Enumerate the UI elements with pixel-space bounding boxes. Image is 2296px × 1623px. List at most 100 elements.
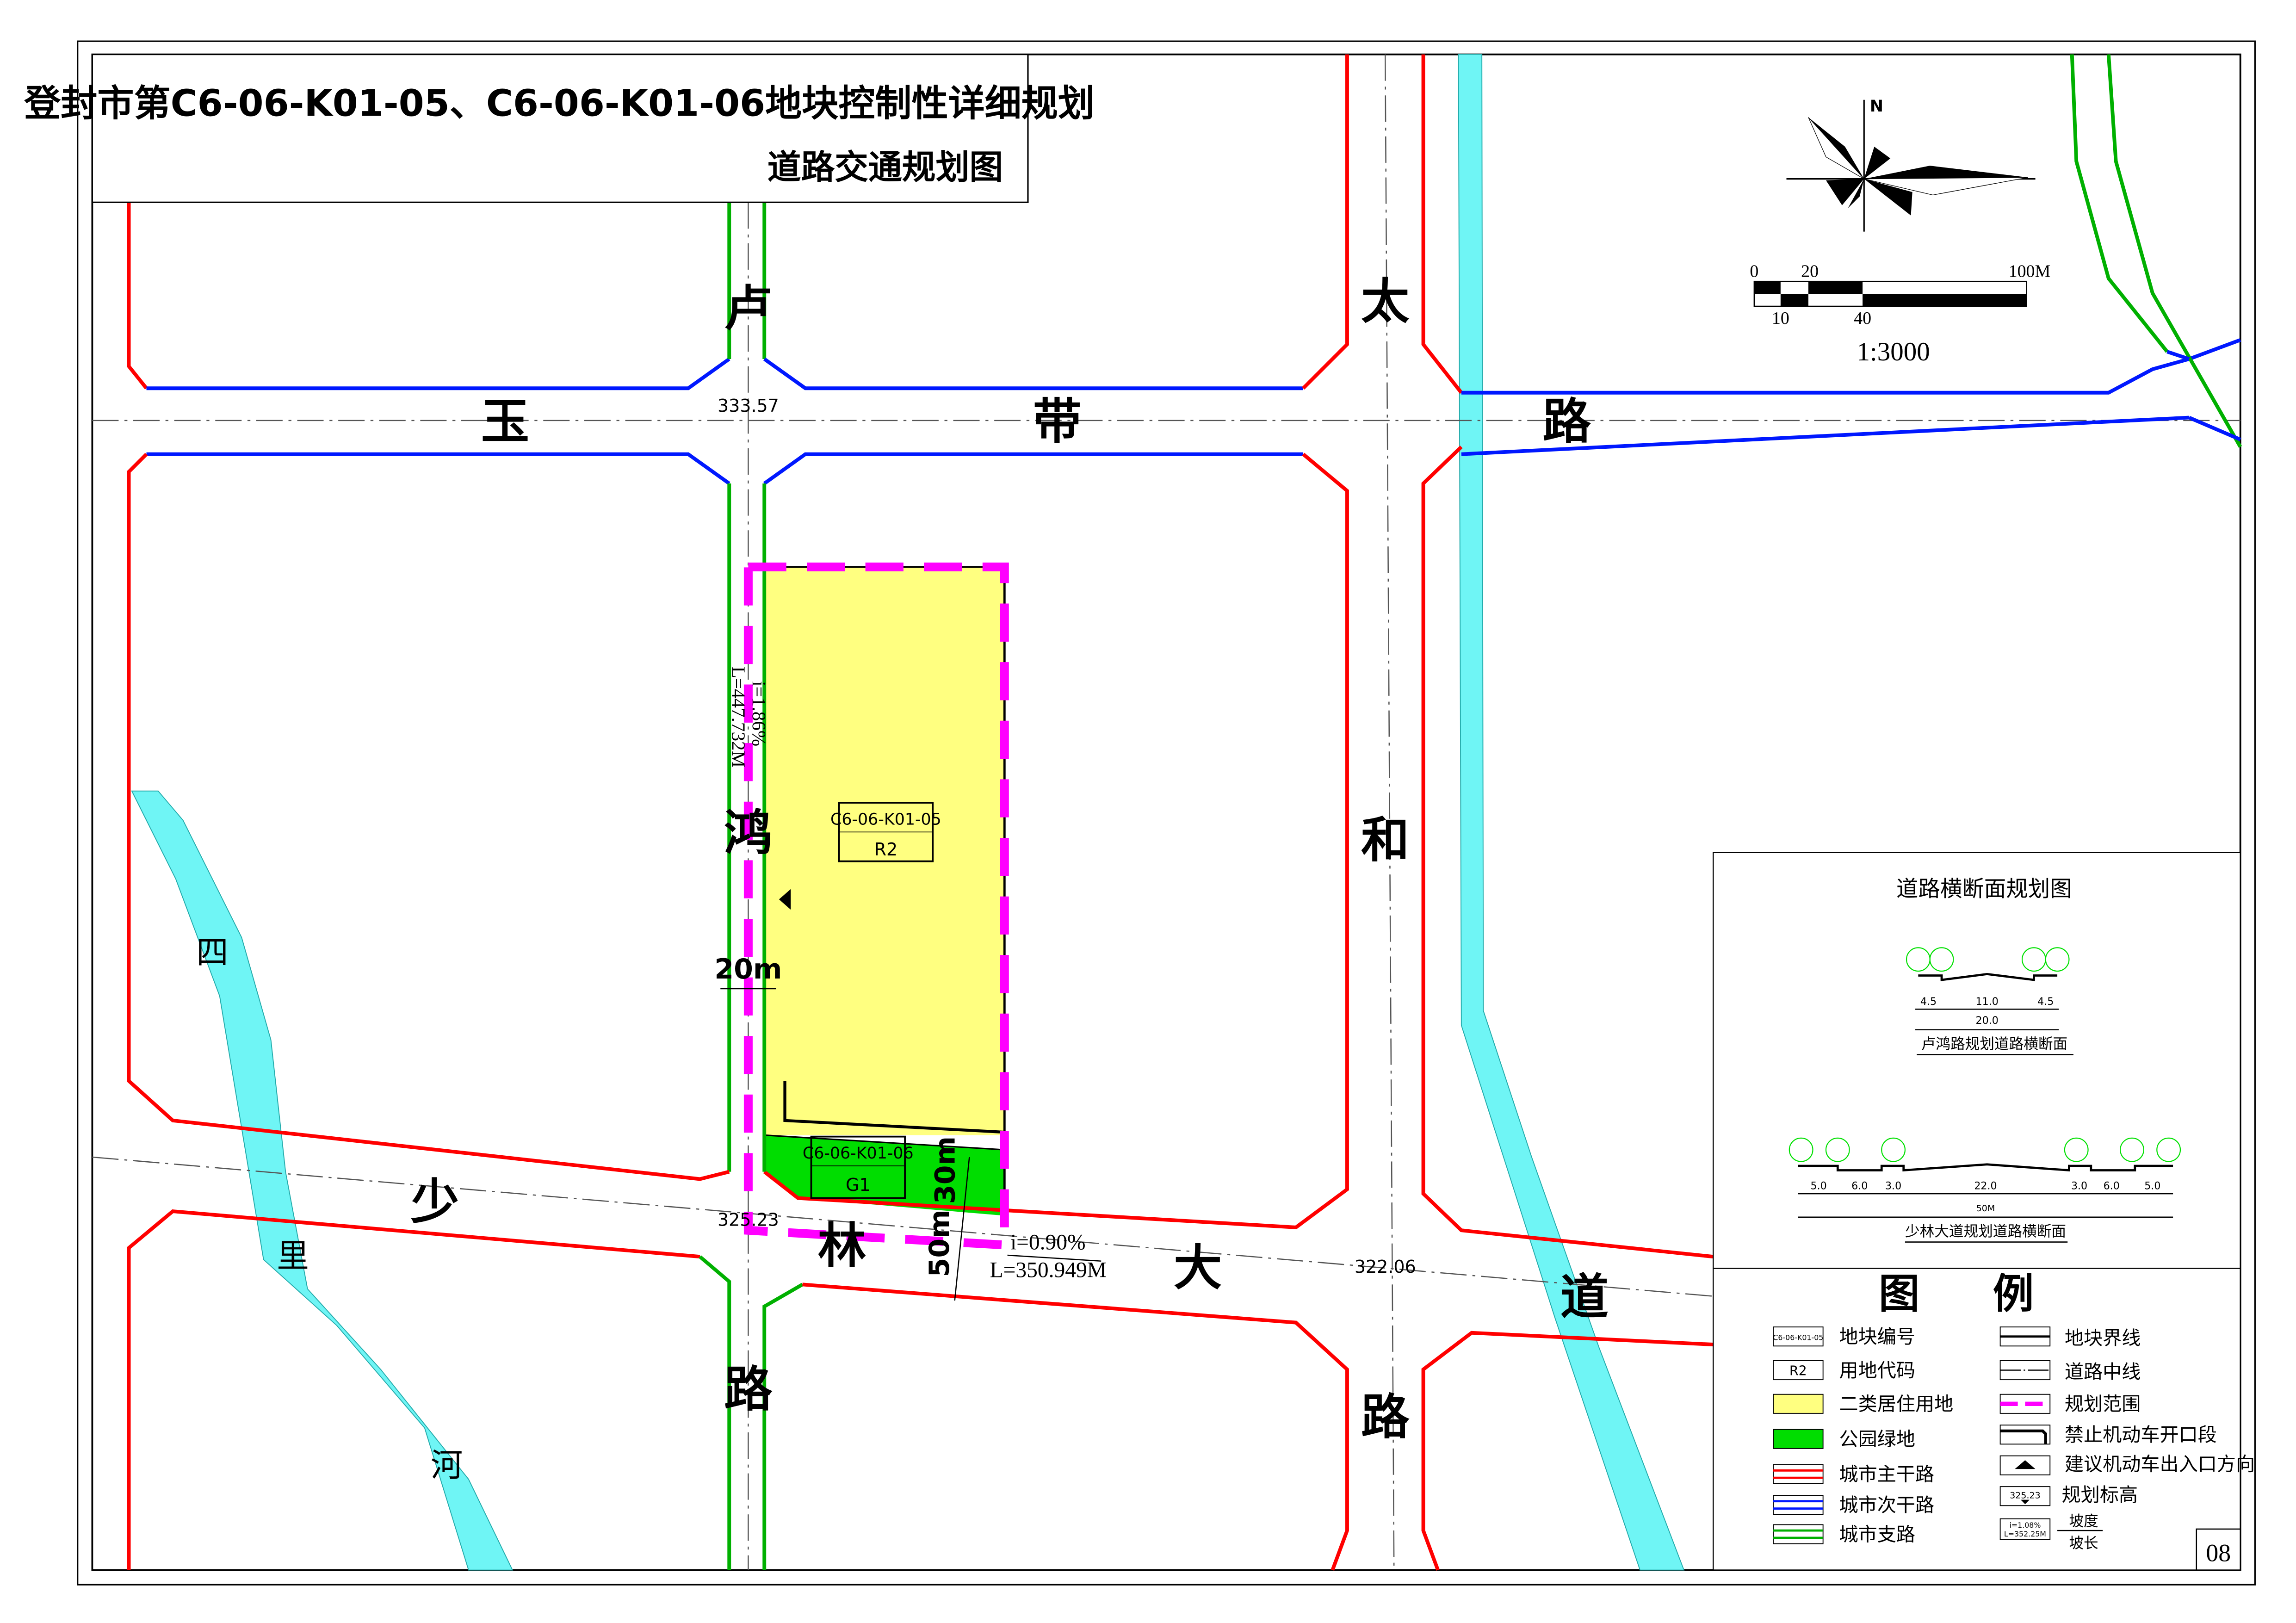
legend-item-parcel-id: C6-06-K01-05 地块编号 [1773,1326,1915,1348]
svg-text:城市次干路: 城市次干路 [1839,1494,1934,1516]
section-dimension: 5.0 [1811,1180,1827,1192]
no-vehicle-opening-marker [783,1081,1005,1134]
elevation-label: 322.06 [1355,1257,1416,1277]
page-number: 08 [2206,1539,2231,1567]
parcel-label-g1[interactable]: C6-06-K01-06 G1 [803,1135,914,1199]
legend-item-elevation: 325.23 规划标高 [1999,1484,2138,1506]
legend-title: 例 [1993,1270,2034,1318]
section-dimension: 5.0 [2144,1180,2160,1192]
road-name-char: 路 [1361,1389,1410,1445]
slope-label: i=1.86% [749,681,770,746]
section-dimension: 6.0 [2104,1180,2120,1192]
section-caption: 卢鸿路规划道路横断面 [1921,1036,2067,1053]
planning-boundary [743,562,1009,1250]
green-width-dimension: 30m [929,1136,962,1204]
parcel-g1-fill[interactable] [764,1135,1005,1216]
parcel-id: C6-06-K01-05 [830,810,941,829]
svg-text:规划范围: 规划范围 [2065,1393,2141,1415]
road-name-char: 带 [1033,393,1081,450]
shaolin-avenue-centerline [92,1156,1714,1297]
legend-item-parcel-boundary: 地块界线 [1999,1326,2141,1349]
section-caption: 少林大道规划道路横断面 [1905,1223,2066,1240]
section-dimension: 11.0 [1975,996,1998,1008]
road-name-char: 路 [1543,393,1591,450]
svg-text:坡长: 坡长 [2069,1535,2098,1552]
svg-text:道路中线: 道路中线 [2065,1361,2141,1383]
road-name-char: 大 [1174,1239,1222,1296]
outer-frame [77,40,2256,1586]
road-name-char: 太 [1361,273,1410,329]
svg-text:规划标高: 规划标高 [2062,1484,2138,1506]
road-name-char: 林 [818,1218,866,1274]
legend-item-residential: 二类居住用地 [1773,1393,1953,1415]
legend-item-centerline: 道路中线 [1999,1360,2141,1383]
road-name-char: 卢 [724,280,772,337]
road-name-char: 玉 [481,393,529,450]
parcel-code: R2 [874,839,898,860]
svg-text:城市主干路: 城市主干路 [1839,1463,1934,1485]
luhong-cross-section: 4.5 11.0 4.5 20.0 卢鸿路规划道路横断面 [1906,947,2073,1055]
parcel-boundary-line [764,1134,1005,1151]
legend: 图 例 C6-06-K01-05 地块编号 R2 用地代码 二类居住用地 公园绿… [1773,1270,2255,1552]
scale-label: 40 [1854,309,1871,328]
svg-text:用地代码: 用地代码 [1839,1359,1915,1381]
svg-text:i=1.08%: i=1.08% [2010,1521,2041,1530]
drawing-subtitle: 道路交通规划图 [767,148,1003,187]
title-block: 登封市第C6-06-K01-05、C6-06-K01-06地块控制性详细规划 道… [24,54,1095,203]
svg-text:地块界线: 地块界线 [2065,1327,2141,1349]
drawing-title: 登封市第C6-06-K01-05、C6-06-K01-06地块控制性详细规划 [24,82,1095,125]
legend-item-planning-boundary: 规划范围 [1999,1393,2141,1415]
svg-text:建议机动车出入口方向: 建议机动车出入口方向 [2065,1453,2255,1475]
parcel-id: C6-06-K01-06 [803,1144,914,1163]
inner-frame [91,53,2241,1571]
scale-ratio: 1:3000 [1857,337,1930,366]
road-name-char: 少 [411,1174,459,1230]
svg-text:C6-06-K01-05: C6-06-K01-05 [1773,1333,1823,1342]
vehicle-entrance-arrow-icon [779,889,791,910]
section-dimension: 4.5 [1920,996,1937,1008]
legend-item-land-code: R2 用地代码 [1773,1359,1915,1381]
section-total: 20.0 [1975,1015,1998,1027]
road-name-char: 和 [1361,812,1409,868]
slope-length-label: L=350.949M [990,1258,1107,1282]
svg-text:R2: R2 [1789,1363,1807,1379]
road-name-char: 道 [1560,1269,1608,1326]
legend-item-secondary: 城市次干路 [1773,1494,1934,1516]
road-edges [127,54,2242,1571]
section-dimension: 3.0 [1885,1180,1901,1192]
road-width-dimension: 20m [714,953,782,985]
road-width-dimension: 50m [923,1209,956,1277]
river-name-char: 里 [277,1237,309,1275]
svg-text:公园绿地: 公园绿地 [1839,1428,1915,1450]
legend-item-park: 公园绿地 [1773,1428,1915,1450]
page-number-box [2196,1528,2241,1571]
river-name-char: 河 [431,1447,463,1484]
parcel-code: G1 [846,1175,871,1195]
section-dimension: 6.0 [1851,1180,1868,1192]
legend-item-slope: i=1.08% L=352.25M 坡度 坡长 [1999,1513,2103,1552]
section-dimension: 22.0 [1974,1180,1997,1192]
svg-text:325.23: 325.23 [2010,1490,2040,1500]
elevation-label: 333.57 [718,396,779,416]
slope-label: i=0.90% [1010,1230,1086,1254]
svg-text:禁止机动车开口段: 禁止机动车开口段 [2065,1424,2217,1446]
svg-text:L=352.25M: L=352.25M [2004,1530,2046,1538]
section-dimension: 4.5 [2037,996,2054,1008]
elevation-label: 325.23 [718,1210,779,1230]
scale-label: 0 [1750,262,1758,281]
road-name-char: 路 [724,1361,773,1418]
legend-item-entrance-direction: 建议机动车出入口方向 [1999,1453,2255,1475]
north-compass-icon: N [1786,97,2036,232]
scale-bar: 0 20 100M 10 40 1:3000 [1750,262,2050,366]
section-total: 50M [1976,1203,1995,1214]
scale-label: 10 [1772,309,1789,328]
legend-item-no-opening: 禁止机动车开口段 [1999,1424,2217,1446]
parcel-r2-fill[interactable] [764,567,1005,1135]
cross-section-panel: 道路横断面规划图 4.5 11.0 4.5 20.0 卢鸿路规划道路横断面 5.… [1712,852,2241,1571]
parcel-label-r2[interactable]: C6-06-K01-05 R2 [830,802,941,862]
legend-item-arterial: 城市主干路 [1773,1463,1934,1485]
svg-text:二类居住用地: 二类居住用地 [1839,1393,1953,1415]
legend-title: 图 [1879,1270,1920,1318]
scale-label: 100M [2009,262,2051,281]
